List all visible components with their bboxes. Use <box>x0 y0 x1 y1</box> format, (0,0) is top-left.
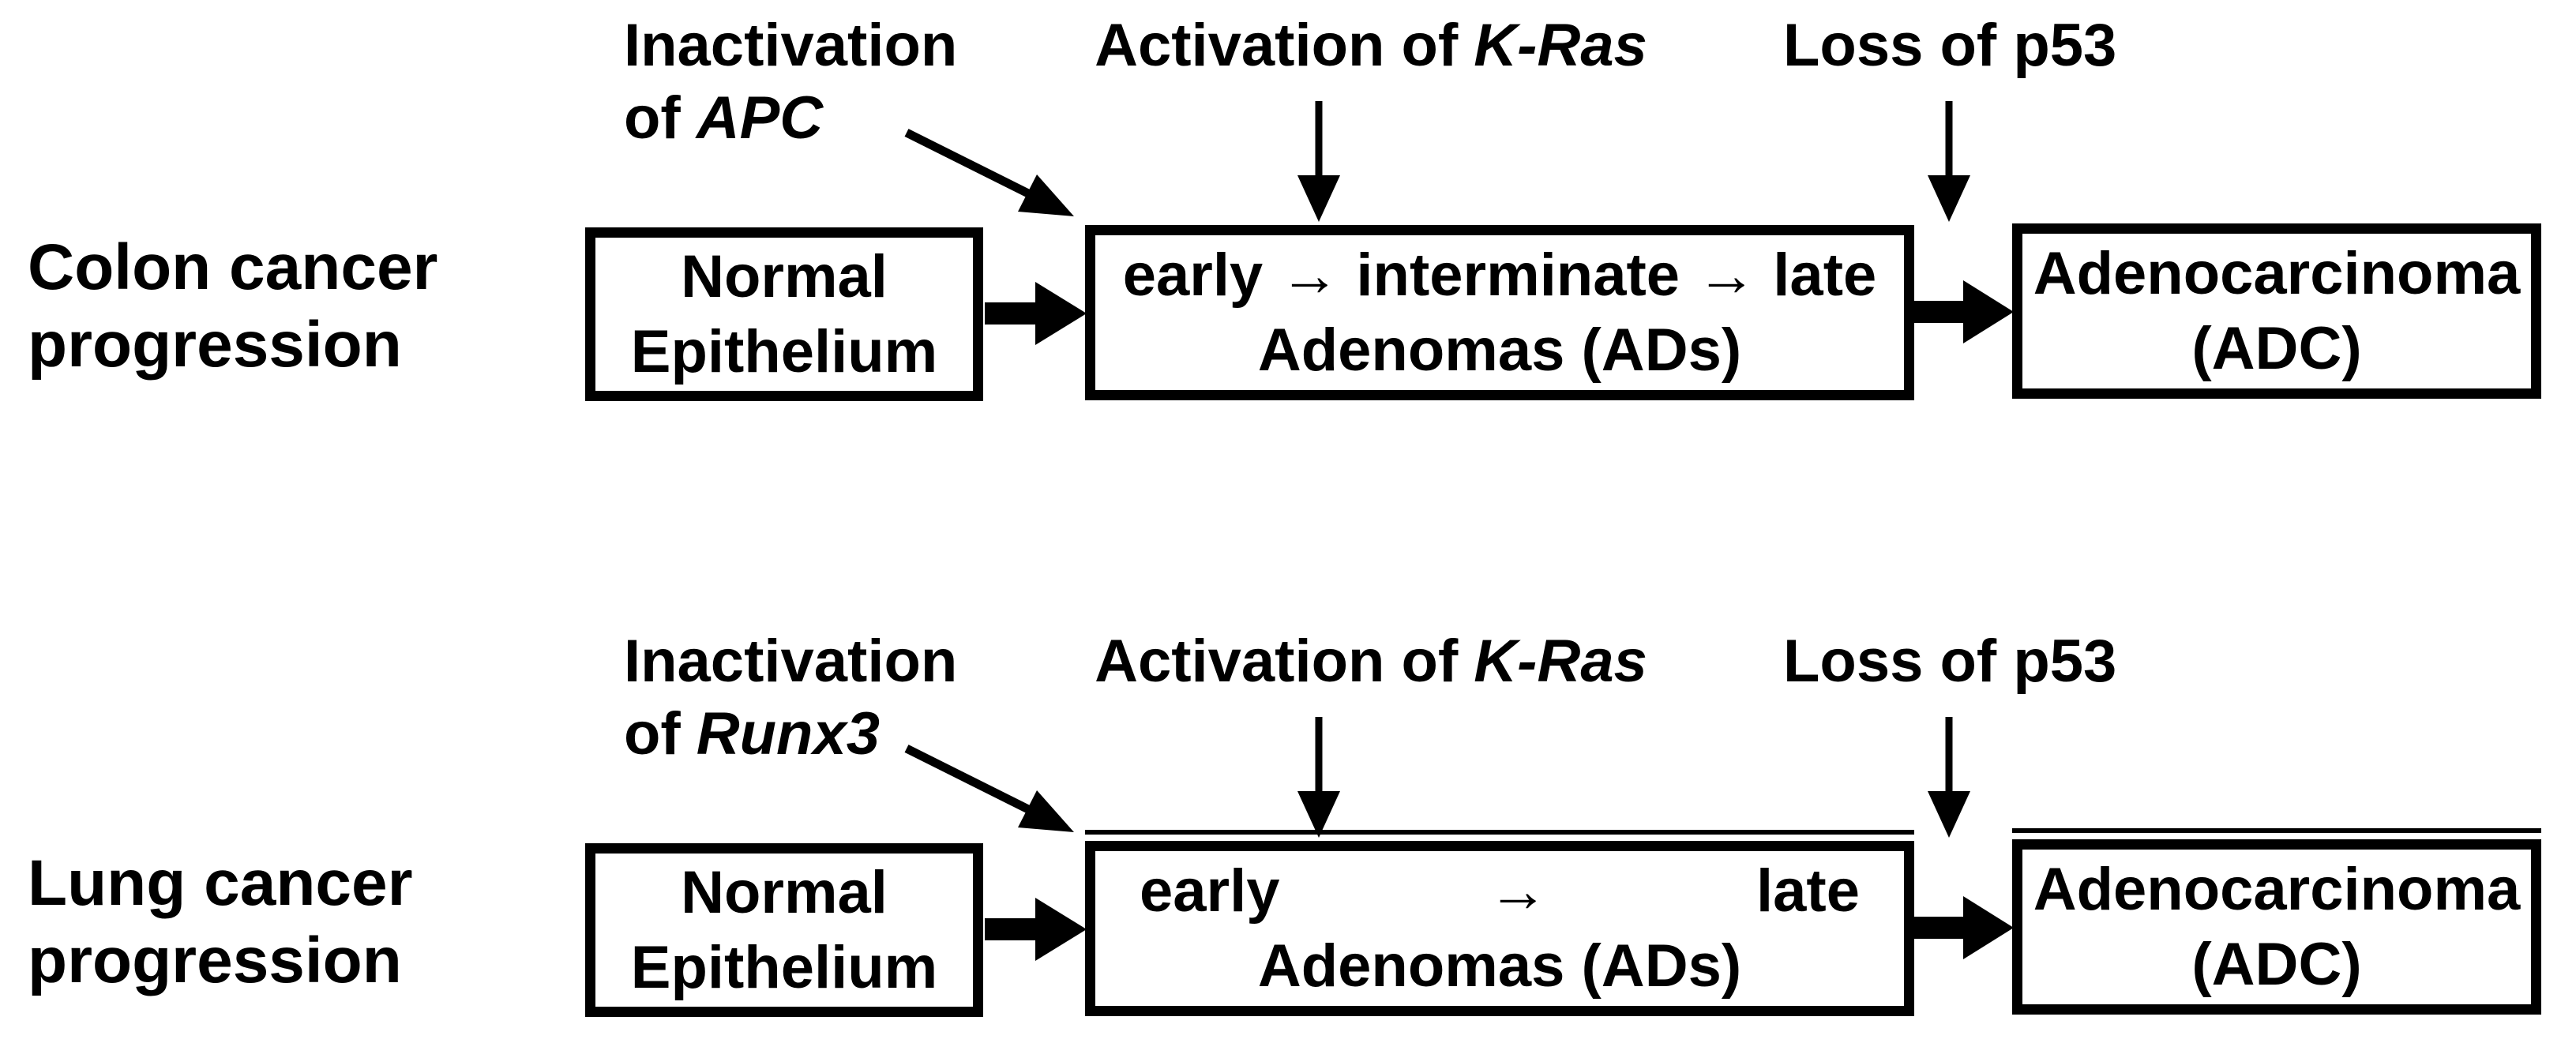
stage-box-line1: Adenocarcinoma <box>2033 240 2521 307</box>
stage-box-adenocarcinoma: Adenocarcinoma (ADC) <box>2012 839 2541 1015</box>
stage-box-line2: Adenomas (ADs) <box>1257 932 1742 1000</box>
row-label-lung: Lung cancer progression <box>28 845 413 1000</box>
stage-box-adenocarcinoma: Adenocarcinoma (ADC) <box>2012 223 2541 399</box>
flow-arrow-icon <box>985 898 1087 961</box>
stage-box-adenomas: early → late Adenomas (ADs) <box>1085 841 1914 1016</box>
stage-early: early <box>1140 857 1280 925</box>
stage-box-line1: Normal <box>681 859 888 926</box>
stage-box-line2: Epithelium <box>630 934 938 1001</box>
flow-arrow-icon <box>985 282 1087 345</box>
event-label-prefix: Activation of <box>1095 12 1459 79</box>
stage-box-line1: early → interminate → late <box>1122 242 1877 309</box>
flow-arrow-icon <box>1914 280 2014 343</box>
double-top-rule <box>1085 830 1914 835</box>
stage-box-line2: Epithelium <box>630 318 938 385</box>
down-arrow-icon <box>1928 791 1970 838</box>
event-label-loss-p53: Loss of p53 <box>1783 12 2117 79</box>
down-arrow-icon <box>1297 175 1340 222</box>
row-label-line2: progression <box>28 309 402 381</box>
gene-name: K-Ras <box>1474 12 1647 79</box>
row-label-line1: Lung cancer <box>28 847 413 919</box>
gene-name: K-Ras <box>1474 628 1647 695</box>
stage-box-line2: (ADC) <box>2191 315 2362 382</box>
stage-box-adenomas: early → interminate → late Adenomas (ADs… <box>1085 225 1914 400</box>
stage-box-normal-epithelium: Normal Epithelium <box>585 843 983 1017</box>
stage-box-line1: early → late <box>1095 854 1904 929</box>
event-label-loss-p53: Loss of p53 <box>1783 628 2117 695</box>
event-label-of: of <box>624 700 681 767</box>
diagonal-arrow-icon <box>1018 174 1074 216</box>
stage-box-normal-epithelium: Normal Epithelium <box>585 227 983 401</box>
gene-name: Runx3 <box>696 700 881 767</box>
event-label-line1: Inactivation <box>624 12 958 79</box>
down-arrow-icon <box>1928 175 1970 222</box>
row-label-colon: Colon cancer progression <box>28 229 437 384</box>
stage-late: late <box>1756 857 1860 925</box>
event-label-prefix: Activation of <box>1095 628 1459 695</box>
double-top-rule <box>2012 828 2541 833</box>
event-label-of: of <box>624 84 681 152</box>
stage-box-line1: Adenocarcinoma <box>2033 856 2521 923</box>
gene-name: APC <box>696 84 824 152</box>
stage-box-line2: Adenomas (ADs) <box>1257 317 1742 384</box>
stage-box-line1: Normal <box>681 243 888 310</box>
diagonal-arrow-icon <box>1018 790 1074 832</box>
flow-arrow-icon <box>1914 896 2014 959</box>
row-label-line1: Colon cancer <box>28 231 438 303</box>
stage-arrow-icon: → <box>1488 857 1549 925</box>
event-label-line1: Inactivation <box>624 628 958 695</box>
row-label-line2: progression <box>28 925 402 996</box>
stage-box-line2: (ADC) <box>2191 931 2362 998</box>
